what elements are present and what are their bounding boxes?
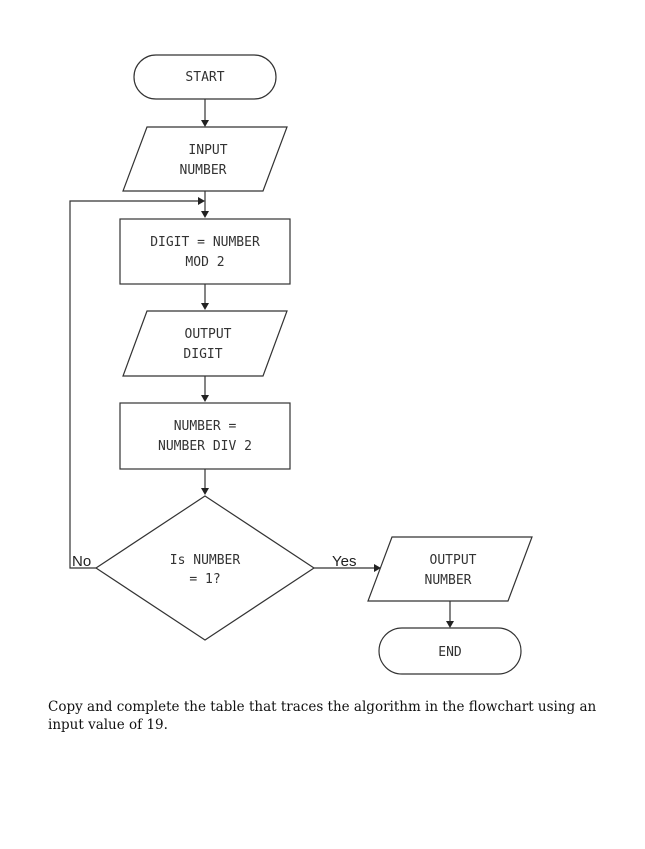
end-label: END (438, 645, 462, 660)
start-terminator: START (133, 54, 277, 100)
digit-line-1: DIGIT = NUMBER (150, 235, 260, 250)
end-terminator: END (378, 627, 522, 675)
no-loop-connector (69, 200, 199, 569)
arrow-head (201, 303, 209, 310)
decision-line-2: = 1? (189, 572, 220, 587)
arrow-head (201, 211, 209, 218)
decision-diamond: Is NUMBER = 1? (94, 495, 316, 641)
no-label: No (72, 553, 91, 570)
arrow-head (198, 197, 205, 205)
input-line-2: NUMBER (180, 163, 227, 178)
question-text: Copy and complete the table that traces … (48, 699, 597, 733)
output-digit-line-2: DIGIT (183, 347, 222, 362)
arrow-head (374, 564, 381, 572)
number-div-line-1: NUMBER = (174, 419, 237, 434)
input-line-1: INPUT (188, 143, 227, 158)
output-digit-box: OUTPUT DIGIT (122, 310, 288, 377)
arrow-head (201, 395, 209, 402)
arrow-head (201, 120, 209, 127)
input-number-box: INPUT NUMBER (122, 126, 288, 192)
output-number-line-2: NUMBER (425, 573, 472, 588)
arrow-head (446, 621, 454, 628)
flowchart: START INPUT NUMBER DIGIT = NUMBER MOD 2 … (69, 54, 533, 675)
digit-line-2: MOD 2 (185, 255, 224, 270)
number-div-process-box: NUMBER = NUMBER DIV 2 (119, 402, 291, 470)
output-digit-line-1: OUTPUT (185, 327, 232, 342)
digit-process-box: DIGIT = NUMBER MOD 2 (119, 218, 291, 285)
output-number-box: OUTPUT NUMBER (367, 536, 533, 602)
decision-line-1: Is NUMBER (170, 553, 241, 568)
start-label: START (185, 70, 224, 85)
number-div-line-2: NUMBER DIV 2 (158, 439, 252, 454)
output-number-line-1: OUTPUT (430, 553, 477, 568)
yes-label: Yes (332, 553, 356, 570)
arrow-head (201, 488, 209, 495)
